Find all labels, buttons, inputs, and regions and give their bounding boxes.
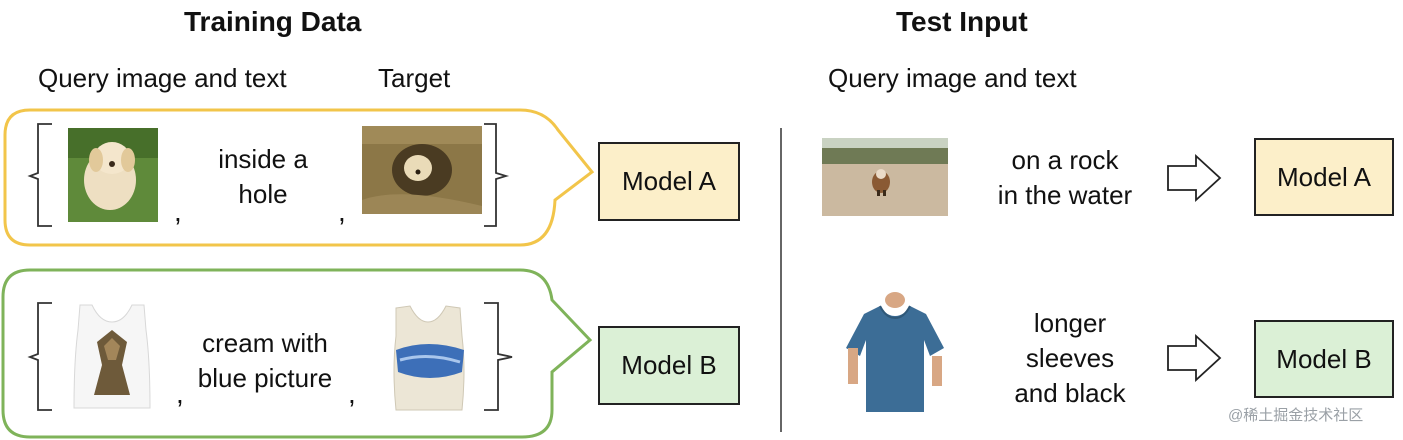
puppy-on-grass-photo [68, 128, 158, 222]
speech-bubble-a [3, 108, 595, 247]
test-input-heading: Test Input [896, 6, 1028, 37]
watermark: @稀土掘金技术社区 [1228, 407, 1364, 424]
arrow-right-icon [1167, 333, 1222, 383]
text-line: blue picture [197, 363, 333, 393]
test-b-text: longer sleeves and black [990, 306, 1150, 411]
model-b-box: Model B [1254, 320, 1394, 398]
training-data-heading: Training Data [184, 6, 362, 37]
comma: , [176, 378, 184, 409]
comma: , [348, 378, 356, 409]
training-a-query-text: inside a hole [188, 142, 338, 212]
model-a-box: Model A [598, 142, 740, 221]
dog-running-on-sand-photo [822, 138, 948, 216]
test-a-text: on a rock in the water [980, 143, 1150, 213]
training-query-label: Query image and text [38, 63, 287, 93]
left-brace-b [27, 302, 52, 411]
puppy-in-hay-hole-photo [362, 126, 482, 214]
right-brace-b [484, 302, 513, 411]
text-line: longer [1033, 308, 1107, 338]
model-a-box: Model A [1254, 138, 1394, 216]
text-line: cream with [202, 328, 328, 358]
text-line: inside a [218, 144, 308, 174]
white-tank-top-with-graphic-photo [73, 304, 151, 409]
blue-tshirt-photo [846, 292, 944, 412]
text-line: on a rock [1011, 145, 1119, 175]
text-line: sleeves [1025, 343, 1115, 373]
arrow-right-icon [1167, 153, 1222, 203]
speech-bubble-b [1, 268, 593, 439]
comma: , [174, 196, 182, 227]
model-b-box: Model B [598, 326, 740, 405]
text-line: in the water [997, 180, 1133, 210]
test-query-label: Query image and text [828, 63, 1077, 93]
text-line: hole [238, 179, 288, 209]
cream-tank-top-blue-wave-photo [393, 305, 465, 411]
left-brace-a [27, 123, 52, 227]
right-brace-a [484, 123, 510, 227]
comma: , [338, 196, 346, 227]
training-target-label: Target [378, 63, 451, 93]
training-b-query-text: cream with blue picture [180, 326, 350, 396]
text-line: and black [1014, 378, 1126, 408]
